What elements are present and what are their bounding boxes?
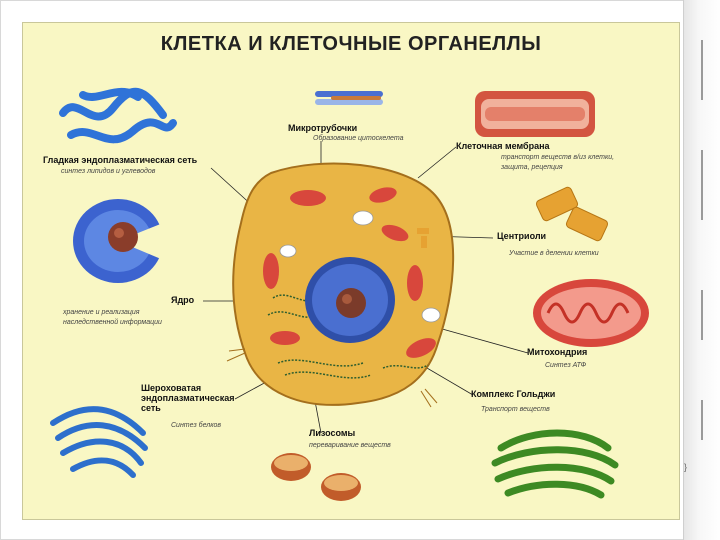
desc-lysosomes: переваривание веществ xyxy=(309,442,391,449)
label-centrioles: Центриоли xyxy=(497,231,547,241)
desc-nucleus: хранение и реализация наследственной инф… xyxy=(63,309,162,326)
desc-mitochondria: Синтез АТФ xyxy=(545,362,587,369)
slide-mark: } xyxy=(684,462,688,472)
rough-er-icon xyxy=(50,406,148,478)
microtubules-icon xyxy=(315,91,383,105)
main-cell xyxy=(226,162,455,408)
smooth-er-icon xyxy=(59,87,177,144)
centrioles-icon xyxy=(535,186,609,242)
nucleus-icon xyxy=(73,199,167,283)
label-mitochondria: Митохондрия xyxy=(527,347,588,357)
label-rough-er: Шероховатая эндоплазматическая сеть xyxy=(141,383,235,413)
poster-panel: КЛЕТКА И КЛЕТОЧНЫЕ ОРГАНЕЛЛЫ xyxy=(22,22,680,520)
label-nucleus: Ядро xyxy=(171,295,195,305)
membrane-icon xyxy=(475,91,595,137)
desc-microtubules: Образование цитоскелета xyxy=(313,135,404,142)
poster-title: КЛЕТКА И КЛЕТОЧНЫЕ ОРГАНЕЛЛЫ xyxy=(160,33,542,55)
slide-side-strip xyxy=(683,0,720,540)
label-golgi: Комплекс Гольджи xyxy=(471,389,556,399)
desc-golgi: Транспорт веществ xyxy=(481,406,550,413)
label-lysosomes: Лизосомы xyxy=(309,428,356,438)
desc-membrane: транспорт веществ в/из клетки, защита, р… xyxy=(501,154,615,171)
desc-centrioles: Участие в делении клетки xyxy=(509,250,599,257)
lysosomes-icon xyxy=(271,453,361,501)
desc-smooth-er: синтез липидов и углеводов xyxy=(61,168,156,175)
label-microtubules: Микротрубочки xyxy=(288,123,358,133)
illustration xyxy=(50,87,649,501)
label-membrane: Клеточная мембрана xyxy=(456,141,550,151)
desc-rough-er: Синтез белков xyxy=(171,422,222,429)
mitochondria-icon xyxy=(533,279,649,347)
label-smooth-er: Гладкая эндоплазматическая сеть xyxy=(43,155,198,165)
golgi-icon xyxy=(491,429,619,499)
